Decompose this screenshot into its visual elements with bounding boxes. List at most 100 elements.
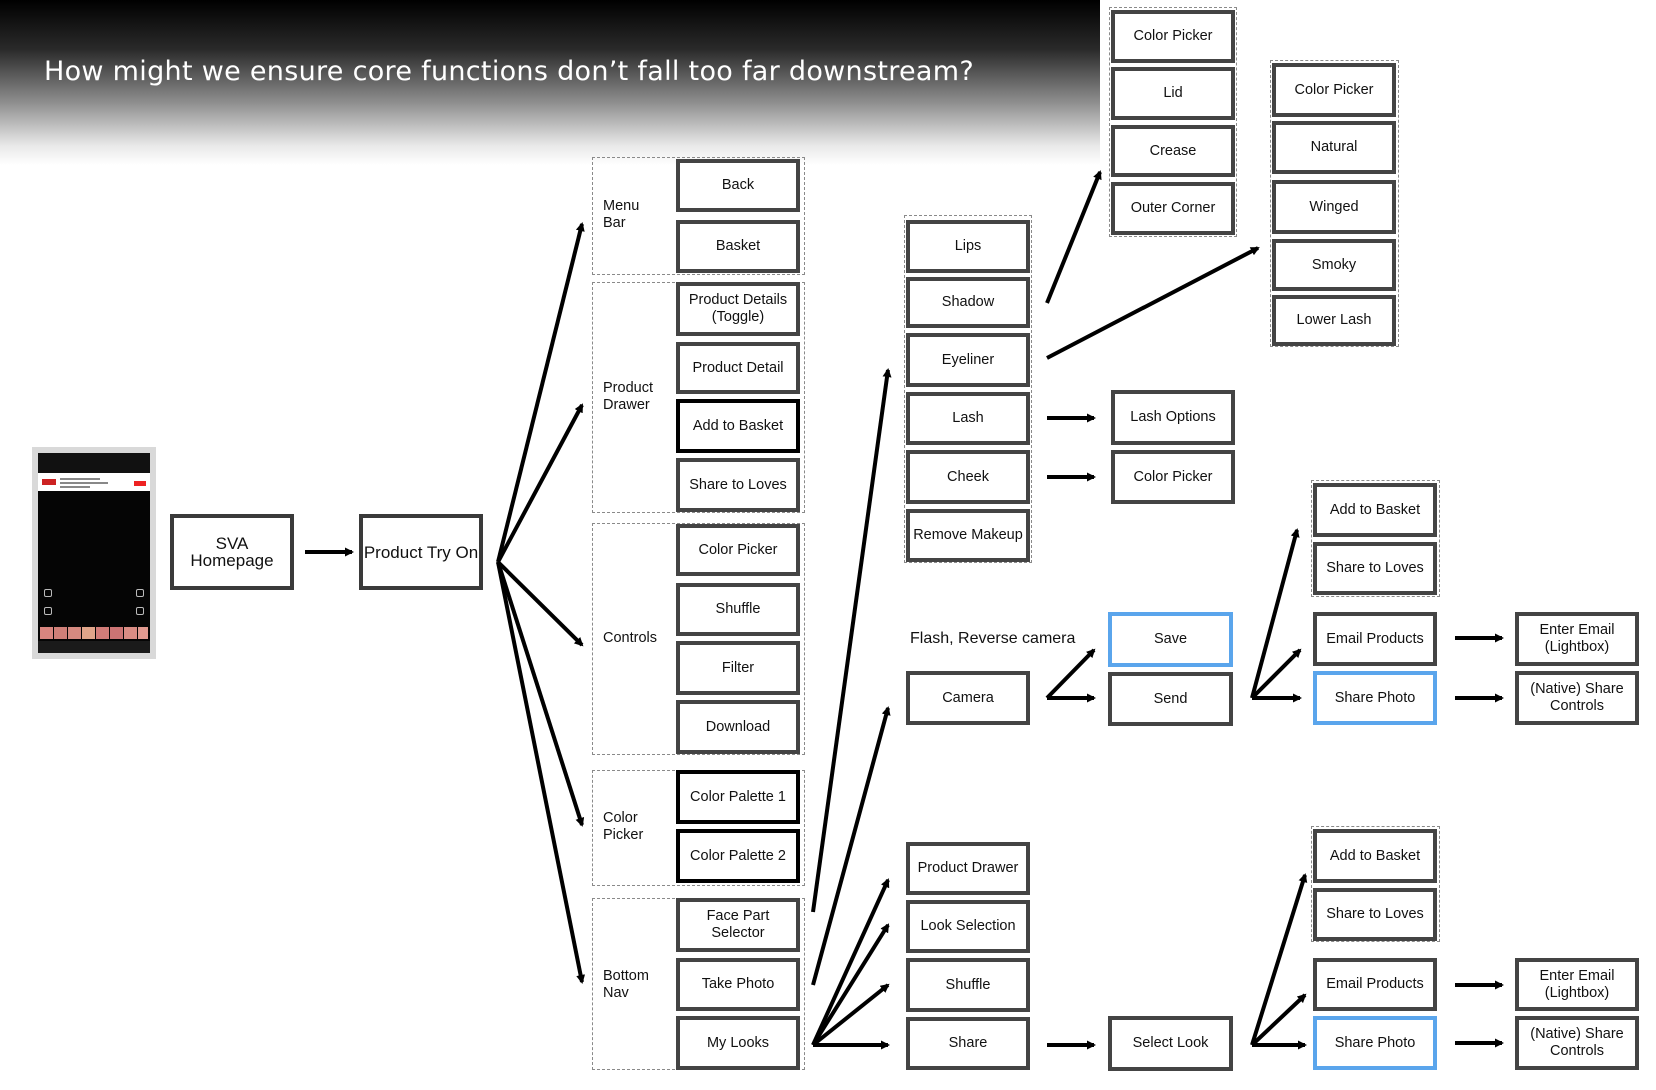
phone-screen bbox=[38, 453, 150, 653]
looks-share-node: Share bbox=[906, 1017, 1030, 1070]
lash-options-node: Lash Options bbox=[1111, 390, 1235, 445]
bottom-nav-label: Bottom Nav bbox=[603, 968, 649, 1001]
swatch bbox=[110, 627, 123, 639]
download-icon bbox=[136, 607, 144, 615]
select-look-node: Select Look bbox=[1108, 1016, 1233, 1071]
share-to-loves-node: Share to Loves bbox=[676, 458, 800, 512]
look-loves-group bbox=[1311, 826, 1440, 942]
page-title: How might we ensure core functions don’t… bbox=[44, 56, 974, 87]
arrow bbox=[811, 368, 892, 913]
arrow bbox=[1250, 873, 1308, 1046]
shadow-color-picker-node: Color Picker bbox=[1111, 10, 1235, 63]
send-loves-group bbox=[1311, 480, 1440, 597]
swatch bbox=[54, 627, 67, 639]
smoky-node: Smoky bbox=[1272, 239, 1396, 291]
arrow bbox=[811, 923, 890, 1047]
arrow bbox=[1250, 993, 1307, 1047]
look-native-share-node: (Native) Share Controls bbox=[1515, 1016, 1639, 1070]
send-share-to-loves-node: Share to Loves bbox=[1313, 542, 1437, 595]
arrow bbox=[1250, 648, 1302, 700]
send-native-share-node: (Native) Share Controls bbox=[1515, 671, 1639, 725]
product-thumb bbox=[42, 479, 56, 485]
camera-note: Flash, Reverse camera bbox=[910, 630, 1076, 647]
looks-product-drawer-node: Product Drawer bbox=[906, 842, 1030, 895]
winged-node: Winged bbox=[1272, 180, 1396, 234]
eyeliner-options-group bbox=[1270, 60, 1399, 347]
shadow-options-group bbox=[1109, 7, 1237, 237]
arrow bbox=[811, 878, 890, 1046]
add-to-basket-node: Add to Basket bbox=[676, 399, 800, 453]
lid-node: Lid bbox=[1111, 67, 1235, 120]
controls-label: Controls bbox=[603, 630, 657, 646]
look-email-products-node: Email Products bbox=[1313, 958, 1437, 1011]
menu-bar-group bbox=[592, 157, 805, 275]
lower-lash-node: Lower Lash bbox=[1272, 295, 1396, 346]
natural-node: Natural bbox=[1272, 121, 1396, 174]
cheek-node: Cheek bbox=[906, 450, 1030, 504]
product-drawer-label: Product Drawer bbox=[603, 380, 653, 413]
price-tag bbox=[134, 481, 146, 486]
eyeliner-color-picker-node: Color Picker bbox=[1272, 63, 1396, 117]
swatch bbox=[124, 627, 137, 639]
filter-node: Filter bbox=[676, 641, 800, 695]
lash-node: Lash bbox=[906, 392, 1030, 445]
sva-homepage-node: SVA Homepage bbox=[170, 514, 294, 590]
my-looks-node: My Looks bbox=[676, 1016, 800, 1070]
phone-bottom-nav bbox=[38, 641, 150, 653]
product-line bbox=[60, 478, 100, 480]
arrow bbox=[496, 561, 585, 827]
camera-node: Camera bbox=[906, 671, 1030, 725]
cheek-color-picker-node: Color Picker bbox=[1111, 450, 1235, 504]
arrow bbox=[1250, 528, 1300, 699]
send-node: Send bbox=[1108, 672, 1233, 726]
arrow bbox=[1045, 170, 1102, 304]
swatch bbox=[82, 627, 95, 639]
save-node: Save bbox=[1108, 612, 1233, 667]
color-picker-node: Color Picker bbox=[676, 524, 800, 576]
look-share-photo-node: Share Photo bbox=[1313, 1016, 1437, 1070]
product-detail-node: Product Detail bbox=[676, 342, 800, 394]
look-share-to-loves-node: Share to Loves bbox=[1313, 888, 1437, 941]
arrow bbox=[496, 222, 585, 563]
title-banner: How might we ensure core functions don’t… bbox=[0, 0, 1100, 165]
send-enter-email-node: Enter Email (Lightbox) bbox=[1515, 612, 1639, 666]
outer-corner-node: Outer Corner bbox=[1111, 182, 1235, 235]
arrow bbox=[1045, 648, 1096, 700]
arrow bbox=[496, 560, 584, 647]
product-line bbox=[60, 482, 108, 484]
back-node: Back bbox=[676, 159, 800, 212]
color-palette-2-node: Color Palette 2 bbox=[676, 829, 800, 883]
take-photo-node: Take Photo bbox=[676, 958, 800, 1011]
arrow bbox=[811, 983, 890, 1047]
pencil-icon bbox=[44, 589, 52, 597]
swatch bbox=[40, 627, 53, 639]
send-add-to-basket-node: Add to Basket bbox=[1313, 483, 1437, 537]
arrow bbox=[496, 561, 586, 984]
phone-header bbox=[38, 453, 150, 473]
color-picker-label: Color Picker bbox=[603, 810, 644, 843]
send-email-products-node: Email Products bbox=[1313, 612, 1437, 666]
lips-node: Lips bbox=[906, 220, 1030, 273]
shuffle-node: Shuffle bbox=[676, 583, 800, 636]
arrow bbox=[1046, 246, 1260, 360]
controls-group bbox=[592, 523, 805, 755]
app-screenshot-thumbnail bbox=[32, 447, 156, 659]
remove-makeup-node: Remove Makeup bbox=[906, 509, 1030, 562]
send-share-photo-node: Share Photo bbox=[1313, 671, 1437, 725]
face-parts-group bbox=[904, 215, 1032, 563]
swatch bbox=[138, 627, 148, 639]
look-selection-node: Look Selection bbox=[906, 900, 1030, 953]
arrow bbox=[811, 706, 891, 986]
look-add-to-basket-node: Add to Basket bbox=[1313, 829, 1437, 883]
sliders-icon bbox=[44, 607, 52, 615]
product-details-toggle-node: Product Details (Toggle) bbox=[676, 282, 800, 336]
face-part-selector-node: Face Part Selector bbox=[676, 898, 800, 952]
arrow bbox=[496, 403, 584, 563]
swatch bbox=[96, 627, 109, 639]
look-enter-email-node: Enter Email (Lightbox) bbox=[1515, 958, 1639, 1011]
menu-bar-label: Menu Bar bbox=[603, 198, 640, 231]
shadow-node: Shadow bbox=[906, 277, 1030, 328]
product-line bbox=[60, 486, 90, 488]
color-palette-1-node: Color Palette 1 bbox=[676, 770, 800, 824]
